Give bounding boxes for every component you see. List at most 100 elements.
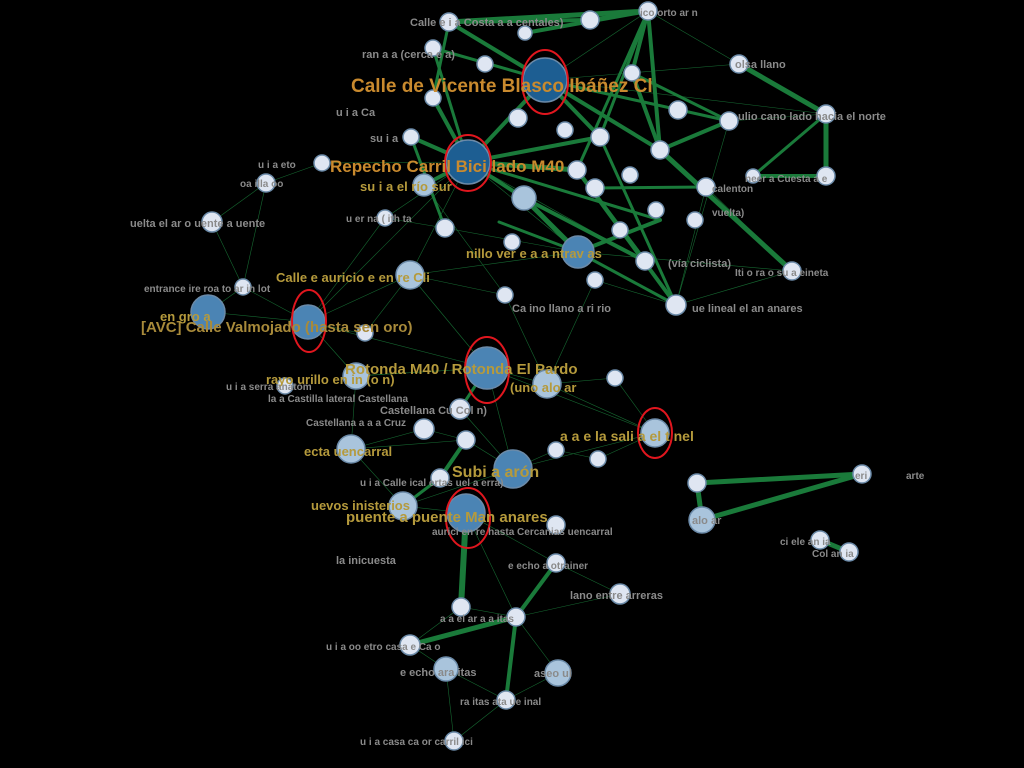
node[interactable] bbox=[412, 173, 436, 197]
label-major: [AVC] Calle Valmojado (hasta sen oro) bbox=[141, 319, 412, 336]
node[interactable] bbox=[517, 25, 533, 41]
node[interactable] bbox=[816, 166, 836, 186]
label: u i a casa ca or carril ici bbox=[360, 737, 473, 748]
node[interactable] bbox=[444, 731, 464, 751]
node[interactable] bbox=[430, 468, 450, 488]
node[interactable] bbox=[609, 583, 631, 605]
node[interactable] bbox=[493, 449, 533, 489]
node[interactable] bbox=[668, 100, 688, 120]
node[interactable] bbox=[424, 39, 442, 57]
node[interactable] bbox=[451, 597, 471, 617]
label: lano entre arreras bbox=[570, 590, 663, 602]
label: olsa llano bbox=[735, 59, 786, 71]
label: e echo a otrainer bbox=[508, 561, 588, 572]
node[interactable] bbox=[561, 235, 595, 269]
node[interactable] bbox=[313, 154, 331, 172]
node[interactable] bbox=[745, 168, 761, 184]
node[interactable] bbox=[686, 211, 704, 229]
node[interactable] bbox=[696, 177, 716, 197]
label: aurici en re hasta Cercanias uencarral bbox=[432, 527, 613, 538]
node[interactable] bbox=[496, 286, 514, 304]
node[interactable] bbox=[476, 55, 494, 73]
node[interactable] bbox=[687, 473, 707, 493]
node[interactable] bbox=[511, 185, 537, 211]
label: Calle e i a Costa a a centales) bbox=[410, 17, 564, 29]
node[interactable] bbox=[640, 418, 670, 448]
node[interactable] bbox=[496, 690, 516, 710]
node[interactable] bbox=[439, 12, 459, 32]
node[interactable] bbox=[585, 178, 605, 198]
node[interactable] bbox=[256, 173, 276, 193]
node[interactable] bbox=[356, 324, 374, 342]
node[interactable] bbox=[635, 251, 655, 271]
node[interactable] bbox=[506, 607, 526, 627]
node[interactable] bbox=[719, 111, 739, 131]
node[interactable] bbox=[852, 464, 872, 484]
node[interactable] bbox=[388, 491, 418, 521]
label: ra itas ata ue inal bbox=[460, 697, 541, 708]
node[interactable] bbox=[433, 656, 459, 682]
node[interactable] bbox=[413, 418, 435, 440]
node[interactable] bbox=[201, 211, 223, 233]
label: alo ar bbox=[692, 515, 722, 527]
node[interactable] bbox=[435, 218, 455, 238]
label: neer a Cuesta a e bbox=[745, 174, 828, 185]
node[interactable] bbox=[190, 294, 226, 330]
label-major: puente a puente Man anares bbox=[346, 509, 548, 526]
node[interactable] bbox=[688, 506, 716, 534]
node[interactable] bbox=[638, 1, 658, 21]
highlight-ring bbox=[444, 134, 492, 192]
node[interactable] bbox=[547, 441, 565, 459]
node[interactable] bbox=[665, 294, 687, 316]
node[interactable] bbox=[234, 278, 252, 296]
node[interactable] bbox=[623, 64, 641, 82]
node[interactable] bbox=[336, 434, 366, 464]
node[interactable] bbox=[567, 160, 587, 180]
label: u i a eto bbox=[258, 160, 296, 171]
node[interactable] bbox=[580, 10, 600, 30]
node[interactable] bbox=[650, 140, 670, 160]
label: (uno alo ar bbox=[510, 380, 576, 395]
node[interactable] bbox=[621, 166, 639, 184]
node[interactable] bbox=[589, 450, 607, 468]
node[interactable] bbox=[647, 201, 665, 219]
node[interactable] bbox=[556, 121, 574, 139]
label: a a el ar a a itas bbox=[440, 614, 514, 625]
label: eri bbox=[855, 471, 867, 482]
label: su i a bbox=[370, 133, 399, 145]
node[interactable] bbox=[586, 271, 604, 289]
node[interactable] bbox=[810, 530, 830, 550]
node[interactable] bbox=[546, 553, 566, 573]
node[interactable] bbox=[342, 362, 370, 390]
node[interactable] bbox=[399, 634, 421, 656]
node[interactable] bbox=[606, 369, 624, 387]
label: (vía ciclista) bbox=[668, 258, 731, 270]
node[interactable] bbox=[816, 104, 836, 124]
highlight-ring bbox=[291, 289, 327, 353]
node[interactable] bbox=[729, 54, 749, 74]
node[interactable] bbox=[449, 398, 471, 420]
node[interactable] bbox=[402, 128, 420, 146]
node[interactable] bbox=[424, 89, 442, 107]
node[interactable] bbox=[376, 209, 394, 227]
node[interactable] bbox=[276, 377, 294, 395]
node[interactable] bbox=[839, 542, 859, 562]
node[interactable] bbox=[395, 260, 425, 290]
node[interactable] bbox=[782, 261, 802, 281]
label: e echo ara itas bbox=[400, 667, 476, 679]
label: u i a Ca bbox=[336, 107, 376, 119]
labels: Calle de Vicente Blasco Ibáñez Cl Repech… bbox=[130, 8, 925, 748]
node[interactable] bbox=[503, 233, 521, 251]
label: ecta uencarral bbox=[304, 444, 392, 459]
label: nillo ver e a a ntrav as bbox=[466, 246, 602, 261]
highlight-ring bbox=[464, 336, 510, 404]
node[interactable] bbox=[590, 127, 610, 147]
node[interactable] bbox=[546, 515, 566, 535]
node[interactable] bbox=[532, 369, 562, 399]
node[interactable] bbox=[611, 221, 629, 239]
node[interactable] bbox=[508, 108, 528, 128]
label: su i a el río sur bbox=[360, 179, 452, 194]
node[interactable] bbox=[456, 430, 476, 450]
node[interactable] bbox=[544, 659, 572, 687]
